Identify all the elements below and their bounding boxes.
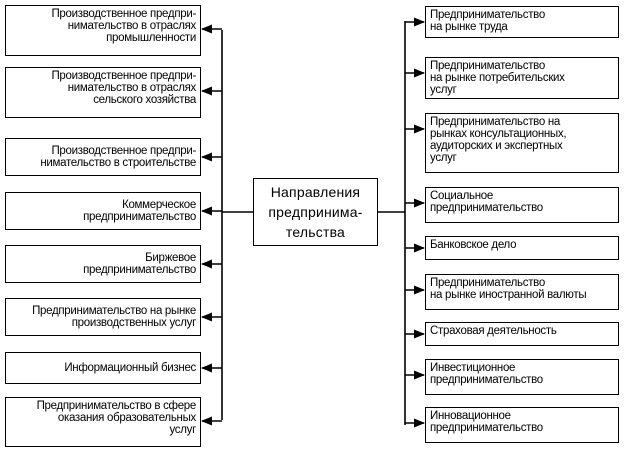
left-item-label: Предпринимательство на рынке производств… (32, 305, 196, 329)
right-item-3: Предпринимательство на рынках консультац… (425, 113, 619, 173)
right-item-label: Страховая деятельность (430, 325, 557, 337)
right-item-label: Предпринимательство на рынке потребитель… (430, 60, 565, 96)
right-item-label: Предпринимательство на рынке иностранной… (430, 277, 587, 301)
center-title: Направления предпринима- тельства (268, 184, 363, 240)
right-item-label: Предпринимательство на рынке труда (430, 9, 545, 33)
right-item-6: Предпринимательство на рынке иностранной… (425, 274, 619, 310)
right-item-4: Социальное предпринимательство (425, 187, 619, 223)
right-item-8: Инвестиционное предпринимательство (425, 359, 619, 395)
left-item-8: Предпринимательство в сфере оказания обр… (5, 397, 201, 447)
right-item-label: Инновационное предпринимательство (430, 410, 543, 434)
left-item-label: Информационный бизнес (64, 362, 196, 374)
left-item-7: Информационный бизнес (5, 352, 201, 384)
left-item-6: Предпринимательство на рынке производств… (5, 298, 201, 336)
right-item-label: Банковское дело (430, 239, 517, 251)
left-item-label: Коммерческое предпринимательство (83, 199, 196, 223)
left-item-1: Производственное предпри- нимательство в… (5, 5, 201, 56)
right-item-1: Предпринимательство на рынке труда (425, 6, 619, 38)
left-item-2: Производственное предпри- нимательство в… (5, 67, 201, 118)
left-item-5: Биржевое предпринимательство (5, 245, 201, 283)
left-item-label: Биржевое предпринимательство (83, 252, 196, 276)
left-item-label: Предпринимательство в сфере оказания обр… (36, 400, 197, 436)
right-item-2: Предпринимательство на рынке потребитель… (425, 57, 619, 99)
center-box: Направления предпринима- тельства (253, 178, 378, 246)
right-item-9: Инновационное предпринимательство (425, 407, 619, 443)
left-item-4: Коммерческое предпринимательство (5, 192, 201, 230)
left-item-label: Производственное предпри- нимательство в… (40, 145, 196, 169)
left-item-label: Производственное предпри- нимательство в… (51, 70, 196, 106)
right-item-label: Предпринимательство на рынках консультац… (430, 116, 567, 164)
right-item-label: Инвестиционное предпринимательство (430, 362, 543, 386)
right-item-7: Страховая деятельность (425, 322, 619, 346)
right-item-label: Социальное предпринимательство (430, 190, 543, 214)
right-item-5: Банковское дело (425, 236, 619, 260)
left-item-label: Производственное предпри- нимательство в… (51, 8, 196, 44)
left-item-3: Производственное предпри- нимательство в… (5, 138, 201, 176)
